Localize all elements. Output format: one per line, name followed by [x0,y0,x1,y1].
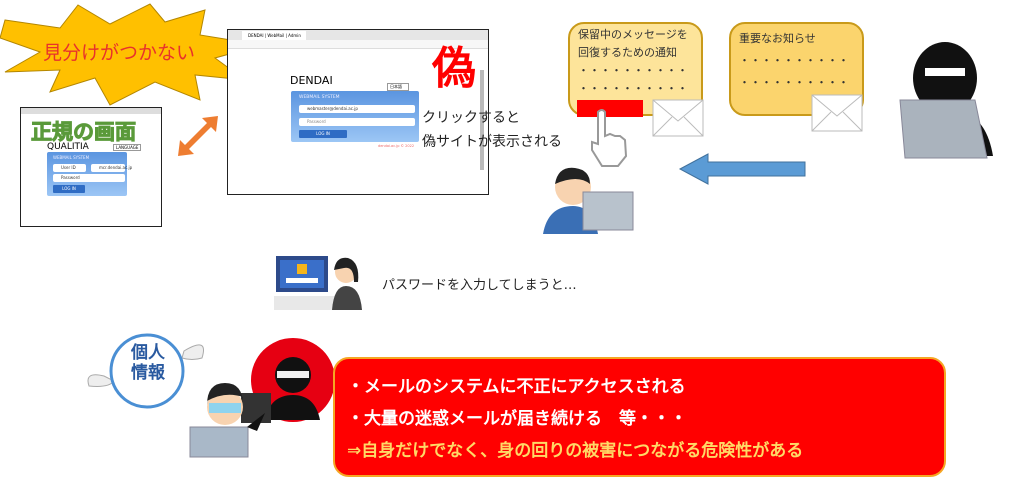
fake-user-input[interactable]: webmaster@dendai.ac.jp [299,105,415,113]
pointing-hand-icon [591,109,628,167]
double-arrow-icon [178,116,218,156]
fake-login-panel: WEBMAIL SYSTEM webmaster@dendai.ac.jp Pa… [291,91,419,142]
fake-login-button[interactable]: LOG IN [299,130,347,138]
consequence-item: ・メールのシステムに不正にアクセスされる [347,377,686,397]
email-line: ・・・・・・・・・・ [578,82,688,95]
legit-domain-select[interactable]: mcr.dendai.ac.jp [91,164,132,172]
email-line: 保留中のメッセージを [578,28,688,41]
burst-text: 見分けがつかない [43,42,196,64]
legit-language-select[interactable]: LANGUAGE [113,144,142,151]
fake-footer: dendai.ac.jp © 2022 [378,144,415,148]
fake-site-screenshot: DENDAI | WebMail | Admin DENDAI 日本語 WEBM… [227,29,489,195]
left-arrow-icon [678,153,806,185]
envelope-icon [811,94,863,132]
fake-brand: DENDAI [290,74,333,87]
click-note-line: 偽サイトが表示される [422,134,562,150]
consequence-conclusion: ⇒自身だけでなく、身の回りの被害につながる危険性がある [347,441,804,461]
scrollbar[interactable] [480,70,484,170]
legit-login-panel: WEBMAIL SYSTEM User ID mcr.dendai.ac.jp … [47,152,132,196]
password-entry-illustration [274,256,362,310]
victim-hacker-illustration [189,338,335,458]
fake-language-select[interactable]: 日本語 [387,83,409,91]
starburst-shape [0,3,263,106]
email-line: ・・・・・・・・・・ [739,76,849,89]
fake-label: 偽 [432,43,476,94]
browser-tab[interactable]: DENDAI | WebMail | Admin [242,31,306,40]
password-note: パスワードを入力してしまうと… [382,278,577,293]
man-laptop-illustration [543,167,634,234]
hacker-illustration [899,42,993,159]
envelope-icon [652,99,704,137]
legit-login-button[interactable]: LOG IN [53,185,85,193]
fake-system-title: WEBMAIL SYSTEM [299,95,340,100]
legit-password-input[interactable]: Password [53,174,125,182]
email-line: 重要なお知らせ [739,32,816,45]
fake-password-input[interactable]: Password [299,118,415,126]
email-line: ・・・・・・・・・・ [739,54,849,67]
consequence-item: ・大量の迷惑メールが届き続ける 等・・・ [347,409,687,429]
phishing-link-button[interactable] [577,100,643,117]
flying-info-wings [87,333,204,409]
click-note-line: クリックすると [422,110,520,126]
email-line: 回復するための通知 [578,46,677,59]
notice-email-card: 重要なお知らせ ・・・・・・・・・・ ・・・・・・・・・・ [729,22,864,116]
consequences-box: ・メールのシステムに不正にアクセスされる ・大量の迷惑メールが届き続ける 等・・… [333,357,946,477]
legit-system-title: WEBMAIL SYSTEM [53,155,90,160]
legit-brand: QUALITIA [47,142,89,152]
legit-label: 正規の画面 [31,120,137,145]
email-line: ・・・・・・・・・・ [578,64,688,77]
click-note: クリックすると 偽サイトが表示される [422,106,562,154]
personal-info-label: 個人情報 [131,343,165,383]
legit-screenshot: 正規の画面 QUALITIA LANGUAGE WEBMAIL SYSTEM U… [20,107,162,227]
legit-user-input[interactable]: User ID [53,164,86,172]
